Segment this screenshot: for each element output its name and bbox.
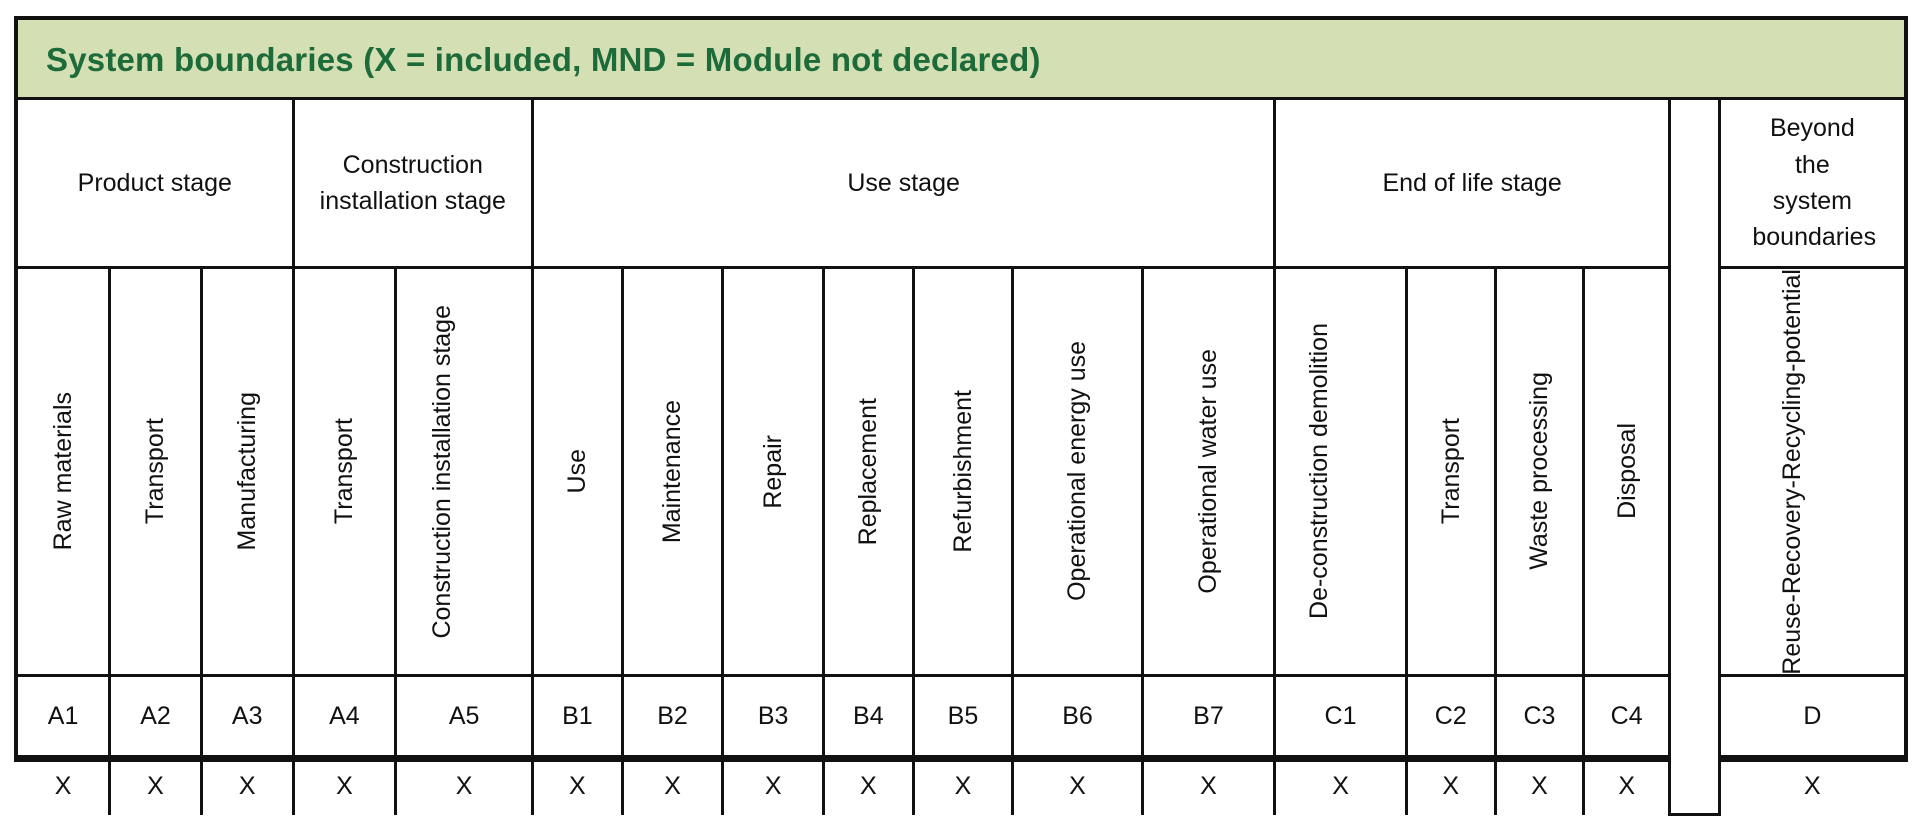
module-code-b1: B1 <box>531 674 624 759</box>
module-code-b7: B7 <box>1140 674 1277 759</box>
module-code-b6: B6 <box>1011 674 1144 759</box>
module-status-a3: X <box>199 755 295 815</box>
module-code-b5: B5 <box>911 674 1015 759</box>
module-name-b7: Operational water use <box>1140 265 1277 678</box>
module-name-b5: Refurbishment <box>911 265 1015 678</box>
module-names-row: Raw materials Transport Manufacturing Tr… <box>18 265 1904 678</box>
module-name-c1: De-construction demolition <box>1273 265 1408 678</box>
module-code-a5: A5 <box>394 674 535 759</box>
modules-grid: Product stage Construction installation … <box>18 100 1904 816</box>
module-code-d: D <box>1717 674 1904 759</box>
module-name-a3: Manufacturing <box>199 265 295 678</box>
module-status-b7: X <box>1140 755 1277 815</box>
module-code-c1: C1 <box>1273 674 1408 759</box>
module-status-b3: X <box>721 755 825 815</box>
module-code-a2: A2 <box>108 674 203 759</box>
module-status-d: X <box>1717 755 1904 815</box>
module-code-a1: A1 <box>18 674 112 759</box>
module-status-a1: X <box>18 755 112 815</box>
module-code-c4: C4 <box>1582 674 1672 759</box>
module-status-c1: X <box>1273 755 1408 815</box>
module-status-b2: X <box>620 755 725 815</box>
module-name-c3: Waste processing <box>1493 265 1586 678</box>
module-status-b1: X <box>531 755 624 815</box>
separator-column <box>1668 100 1721 816</box>
module-status-a5: X <box>394 755 535 815</box>
module-name-a4: Transport <box>291 265 398 678</box>
module-status-c4: X <box>1582 755 1672 815</box>
module-code-b4: B4 <box>821 674 915 759</box>
module-status-b4: X <box>821 755 915 815</box>
module-status-b5: X <box>911 755 1015 815</box>
module-name-d: Reuse-Recovery-Recycling-potential <box>1717 265 1904 678</box>
module-status-c3: X <box>1493 755 1586 815</box>
module-code-c3: C3 <box>1493 674 1586 759</box>
module-code-a4: A4 <box>291 674 398 759</box>
stage-construction: Construction installation stage <box>291 100 535 269</box>
stage-beyond: Beyond the system boundaries <box>1717 100 1904 269</box>
module-status-b6: X <box>1011 755 1144 815</box>
stage-product: Product stage <box>18 100 295 269</box>
module-code-a3: A3 <box>199 674 295 759</box>
module-name-b2: Maintenance <box>620 265 725 678</box>
table-title: System boundaries (X = included, MND = M… <box>46 41 1041 78</box>
module-name-c4: Disposal <box>1582 265 1672 678</box>
module-codes-row: A1 A2 A3 A4 A5 B1 B2 B3 B4 B5 B6 B7 C1 C… <box>18 674 1904 759</box>
system-boundaries-table: System boundaries (X = included, MND = M… <box>14 16 1908 816</box>
module-name-c2: Transport <box>1404 265 1497 678</box>
module-name-b3: Repair <box>721 265 825 678</box>
module-code-c2: C2 <box>1404 674 1497 759</box>
module-name-b4: Replacement <box>821 265 915 678</box>
stage-use: Use stage <box>531 100 1277 269</box>
module-status-a4: X <box>291 755 398 815</box>
table-title-bar: System boundaries (X = included, MND = M… <box>18 20 1904 100</box>
module-name-a5: Construction installation stage <box>394 265 535 678</box>
module-name-b6: Operational energy use <box>1011 265 1144 678</box>
module-name-a1: Raw materials <box>18 265 112 678</box>
module-status-c2: X <box>1404 755 1497 815</box>
module-code-b2: B2 <box>620 674 725 759</box>
module-status-a2: X <box>108 755 203 815</box>
module-code-b3: B3 <box>721 674 825 759</box>
stage-beyond-label: Beyond the system boundaries <box>1752 114 1877 251</box>
module-name-a2: Transport <box>108 265 203 678</box>
stage-end-of-life: End of life stage <box>1273 100 1672 269</box>
module-status-row: X X X X X X X X X X X X X X X X X <box>18 755 1904 815</box>
module-name-b1: Use <box>531 265 624 678</box>
